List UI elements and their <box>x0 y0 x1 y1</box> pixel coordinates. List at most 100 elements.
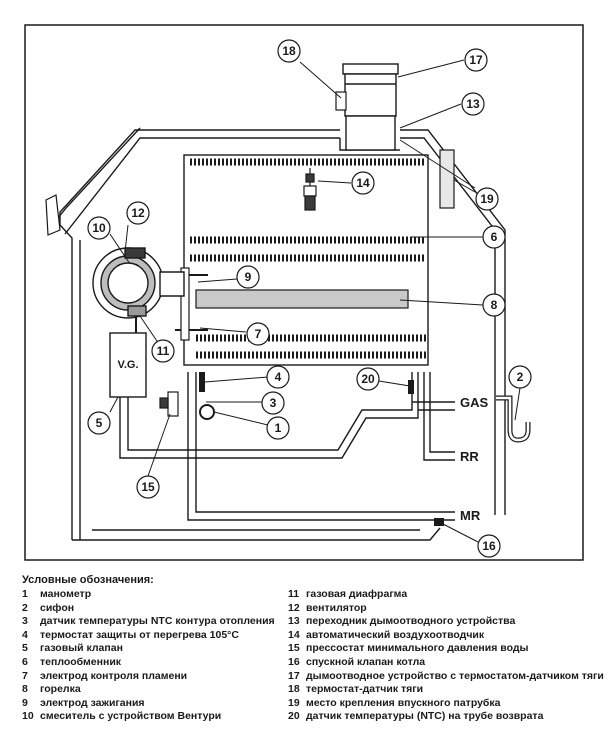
legend-item: 16 спускной клапан котла <box>288 656 608 670</box>
legend-item-number: 14 <box>288 628 300 641</box>
legend-item-number: 19 <box>288 696 300 709</box>
legend-column-right: 11 газовая диафрагма 12 вентилятор 13 перех… <box>288 588 608 724</box>
legend-item-text: спускной клапан котла <box>306 655 426 668</box>
inlet-mount-plate <box>439 149 455 209</box>
legend-title: Условные обозначения: <box>22 574 154 586</box>
callout-2: 2 <box>508 365 532 389</box>
legend-item-text: теплообменник <box>40 655 122 668</box>
legend-item-number: 8 <box>22 683 28 696</box>
legend-item-number: 20 <box>288 710 300 723</box>
callout-4: 4 <box>266 365 290 389</box>
manometer-sensor <box>199 404 215 420</box>
callout-17: 17 <box>464 48 488 72</box>
callout-11: 11 <box>151 339 175 363</box>
legend-item-number: 12 <box>288 601 300 614</box>
overheat-thermostat <box>199 372 205 392</box>
flue-adapter <box>342 63 399 151</box>
legend-item-text: электрод зажигания <box>40 696 145 709</box>
burner <box>195 289 409 309</box>
legend-item-text: дымоотводное устройство с термостатом-да… <box>306 669 604 682</box>
svg-text:15: 15 <box>141 480 155 494</box>
drain-valve <box>434 518 444 526</box>
port-gas: GAS <box>460 395 489 410</box>
legend-item: 9 электрод зажигания <box>22 697 292 711</box>
legend-item-text: электрод контроля пламени <box>40 669 188 682</box>
legend-item-number: 13 <box>288 615 300 628</box>
legend-item-text: термостат защиты от перегрева 105°C <box>40 628 239 641</box>
svg-text:1: 1 <box>275 421 282 435</box>
gas-valve-label: V.G. <box>118 359 139 371</box>
legend-item-number: 2 <box>22 601 28 614</box>
legend-item-number: 9 <box>22 696 28 709</box>
svg-text:18: 18 <box>282 44 296 58</box>
legend-item-text: вентилятор <box>306 601 367 614</box>
svg-text:19: 19 <box>480 192 494 206</box>
callout-5: 5 <box>87 411 111 435</box>
legend-item-number: 18 <box>288 683 300 696</box>
legend-item-text: газовая диафрагма <box>306 588 408 600</box>
callout-8: 8 <box>482 293 506 317</box>
svg-text:12: 12 <box>131 206 145 220</box>
legend-item: 4 термостат защиты от перегрева 105°C <box>22 629 292 643</box>
callout-10: 10 <box>87 216 111 240</box>
legend-item-number: 1 <box>22 588 28 600</box>
legend-item: 6 теплообменник <box>22 656 292 670</box>
svg-text:11: 11 <box>157 344 170 358</box>
callout-20: 20 <box>356 367 380 391</box>
callout-1: 1 <box>266 416 290 440</box>
callout-14: 14 <box>351 171 375 195</box>
callout-9: 9 <box>236 265 260 289</box>
legend: Условные обозначения: 1 манометр 2 сифон 3… <box>22 574 604 752</box>
legend-item-number: 16 <box>288 655 300 668</box>
boiler-diagram: V.G. GAS RR MR <box>24 24 584 561</box>
svg-text:14: 14 <box>356 176 370 190</box>
heat-exchanger-fins <box>190 158 426 359</box>
legend-item-text: смеситель с устройством Вентури <box>40 710 222 723</box>
legend-item-text: переходник дымоотводного устройства <box>306 615 516 628</box>
legend-item-number: 6 <box>22 655 28 668</box>
legend-item-number: 4 <box>22 628 28 641</box>
legend-item-text: сифон <box>40 601 75 614</box>
heat-exchanger <box>183 154 429 366</box>
callout-6: 6 <box>482 225 506 249</box>
legend-item-text: манометр <box>40 588 92 600</box>
svg-text:3: 3 <box>270 396 277 410</box>
legend-item: 11 газовая диафрагма <box>288 588 608 602</box>
legend-item-number: 7 <box>22 669 28 682</box>
legend-item: 7 электрод контроля пламени <box>22 670 292 684</box>
gas-valve <box>109 332 147 398</box>
svg-text:16: 16 <box>482 539 496 553</box>
svg-text:9: 9 <box>245 270 252 284</box>
port-rr: RR <box>460 449 479 464</box>
legend-item: 8 горелка <box>22 683 292 697</box>
legend-item-text: место крепления впускного патрубка <box>306 696 501 709</box>
fan-assembly <box>92 247 185 319</box>
callout-18: 18 <box>277 39 301 63</box>
svg-text:8: 8 <box>491 298 498 312</box>
callout-15: 15 <box>136 475 160 499</box>
diagram-frame <box>24 24 584 561</box>
legend-item: 12 вентилятор <box>288 602 608 616</box>
callout-3: 3 <box>261 391 285 415</box>
air-vent <box>303 168 317 211</box>
legend-item-text: датчик температуры NTC контура отопления <box>40 615 275 628</box>
svg-text:10: 10 <box>92 221 106 235</box>
legend-item: 20 датчик температуры (NTC) на трубе возв… <box>288 710 608 724</box>
legend-item-text: датчик температуры (NTC) на трубе возвра… <box>306 710 544 723</box>
draught-thermostat <box>335 91 347 111</box>
legend-item-text: прессостат минимального давления воды <box>306 642 529 655</box>
svg-text:7: 7 <box>255 327 262 341</box>
callout-16: 16 <box>477 534 501 558</box>
callout-19: 19 <box>475 187 499 211</box>
pressure-switch <box>159 391 179 417</box>
legend-item: 2 сифон <box>22 602 292 616</box>
callout-13: 13 <box>461 92 485 116</box>
legend-item-text: горелка <box>40 683 81 696</box>
legend-item-number: 11 <box>288 588 300 600</box>
